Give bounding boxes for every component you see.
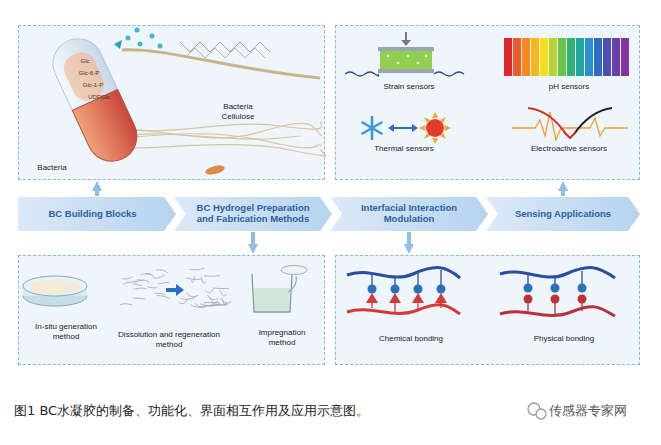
pore-arrow (114, 40, 122, 49)
item-label: Electroactive sensors (504, 144, 634, 154)
item-label: pH sensors (529, 82, 609, 92)
band-label: BC Hydrogel Preparation and Fabrication … (189, 197, 317, 231)
process-band: Interfacial Interaction Modulation (330, 197, 488, 231)
snowflake-icon (363, 117, 382, 139)
illustration-panel: Bacteria Bacteria Cellulose (18, 25, 325, 180)
cellulose-chain (180, 42, 270, 52)
flow-arrow (251, 232, 255, 244)
fibre-mesh-icon (120, 268, 231, 307)
band-label: Sensing Applications (501, 197, 625, 231)
strain-sensor-icon (345, 32, 464, 76)
electroactive-icon (512, 108, 628, 140)
band-label: BC Building Blocks (24, 197, 161, 231)
illustration-panel: Strain sensors pH sensorsThermal sensors E… (335, 25, 640, 180)
item-label: Bacteria (29, 163, 75, 173)
metabolite-label: Glc-1-P (76, 82, 110, 88)
item-label: Dissolution and regeneration method (113, 330, 225, 349)
sun-icon (419, 112, 451, 144)
metabolite-label: Glc (70, 58, 100, 64)
item-label: Thermal sensors (356, 144, 452, 154)
flow-arrow (561, 191, 565, 196)
petri-dish-icon (23, 276, 87, 306)
illustration-panel: In-situ generation method Dissolution and… (18, 255, 325, 365)
bacterium-capsule (45, 31, 145, 170)
double-arrow (388, 124, 418, 132)
beaker-icon (252, 266, 307, 313)
ph-scale-icon (504, 38, 629, 76)
metabolite-label: UDPGlc (82, 94, 116, 100)
process-band: BC Building Blocks (18, 197, 176, 231)
item-label: Strain sensors (364, 82, 454, 92)
item-label: Chemical bonding (361, 334, 461, 344)
flow-arrow (407, 232, 411, 244)
chemical-bonding-icon (347, 268, 460, 314)
flow-arrow (95, 191, 99, 196)
watermark: 传感器专家网 (549, 402, 649, 420)
physical-bonding-icon (500, 268, 615, 316)
process-arrow (166, 284, 184, 296)
process-band: Sensing Applications (486, 197, 640, 231)
band-label: Interfacial Interaction Modulation (345, 197, 473, 231)
figure-caption: 图1 BC水凝胶的制备、功能化、界面相互作用及应用示意图。 (14, 402, 369, 420)
process-band: BC Hydrogel Preparation and Fabrication … (174, 197, 332, 231)
cellulose-chain (185, 48, 265, 58)
panel-ground (18, 255, 325, 365)
metabolite-label: Glc-6-P (72, 70, 106, 76)
item-label: In-situ generation method (25, 322, 107, 341)
item-label: Physical bonding (514, 334, 614, 344)
item-label: Impregnation method (245, 328, 319, 347)
small-bacterium (204, 164, 225, 177)
panel-ground (18, 25, 325, 180)
illustration-panel: Chemical bonding Physical bonding (335, 255, 640, 365)
item-label: Bacteria Cellulose (213, 102, 263, 121)
watermark-icon (528, 403, 546, 419)
panel-ground (335, 255, 640, 365)
panel-ground (335, 25, 640, 180)
glucose-dots (126, 28, 163, 49)
